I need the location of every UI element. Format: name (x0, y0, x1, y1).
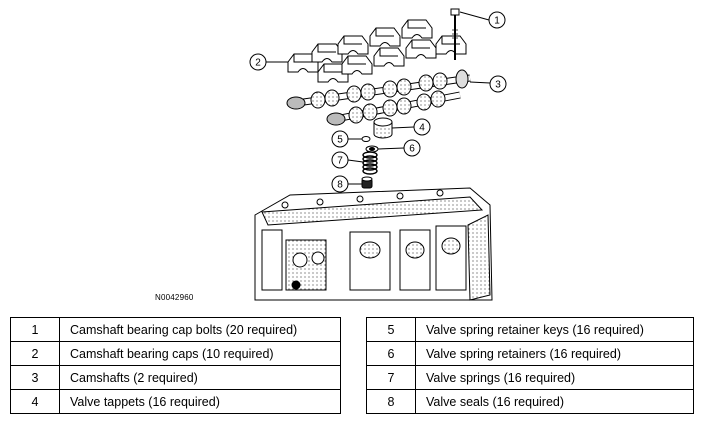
legend-number: 5 (366, 317, 416, 342)
callouts: 1 2 3 4 5 6 7 8 (249, 11, 507, 193)
legend-description: Valve seals (16 required) (415, 389, 694, 414)
legend-description: Camshaft bearing caps (10 required) (59, 341, 341, 366)
valve-tappet (373, 117, 393, 139)
legend-number: 1 (10, 317, 60, 342)
engine-exploded-diagram: 1 2 3 4 5 6 7 8 (249, 8, 507, 301)
cylinder-head (254, 187, 493, 301)
camshafts (286, 69, 471, 126)
legend-number: 7 (366, 365, 416, 390)
camshaft-upper (286, 69, 471, 110)
leader-lines (266, 11, 491, 185)
legend-description: Valve spring retainer keys (16 required) (415, 317, 694, 342)
svg-text:4: 4 (419, 123, 425, 134)
legend-description: Camshaft bearing cap bolts (20 required) (59, 317, 341, 342)
legend-number: 6 (366, 341, 416, 366)
callout-3: 3 (489, 75, 507, 93)
figure-id: N0042960 (155, 293, 194, 302)
legend-number: 8 (366, 389, 416, 414)
valve-spring-retainer (365, 145, 379, 153)
svg-text:2: 2 (255, 58, 261, 69)
svg-text:5: 5 (337, 135, 343, 146)
valve-spring (362, 151, 378, 175)
legend-description: Valve springs (16 required) (415, 365, 694, 390)
svg-text:1: 1 (494, 16, 500, 27)
callout-8: 8 (331, 175, 349, 193)
valve-seal (361, 176, 373, 189)
legend-description: Valve spring retainers (16 required) (415, 341, 694, 366)
legend-number: 2 (10, 341, 60, 366)
legend-number: 3 (10, 365, 60, 390)
bearing-cap-bolt (450, 8, 460, 60)
camshaft-bearing-caps (287, 19, 467, 83)
svg-text:3: 3 (495, 80, 501, 91)
svg-text:7: 7 (337, 156, 343, 167)
camshaft-lower (326, 90, 461, 126)
callout-6: 6 (403, 139, 421, 157)
callout-4: 4 (413, 118, 431, 136)
callout-2: 2 (249, 53, 267, 71)
svg-text:6: 6 (409, 144, 415, 155)
legend-number: 4 (10, 389, 60, 414)
svg-text:8: 8 (337, 180, 343, 191)
callout-1: 1 (488, 11, 506, 29)
retainer-keys (361, 136, 371, 142)
callout-5: 5 (331, 130, 349, 148)
legend-description: Valve tappets (16 required) (59, 389, 341, 414)
legend-description: Camshafts (2 required) (59, 365, 341, 390)
callout-7: 7 (331, 151, 349, 169)
